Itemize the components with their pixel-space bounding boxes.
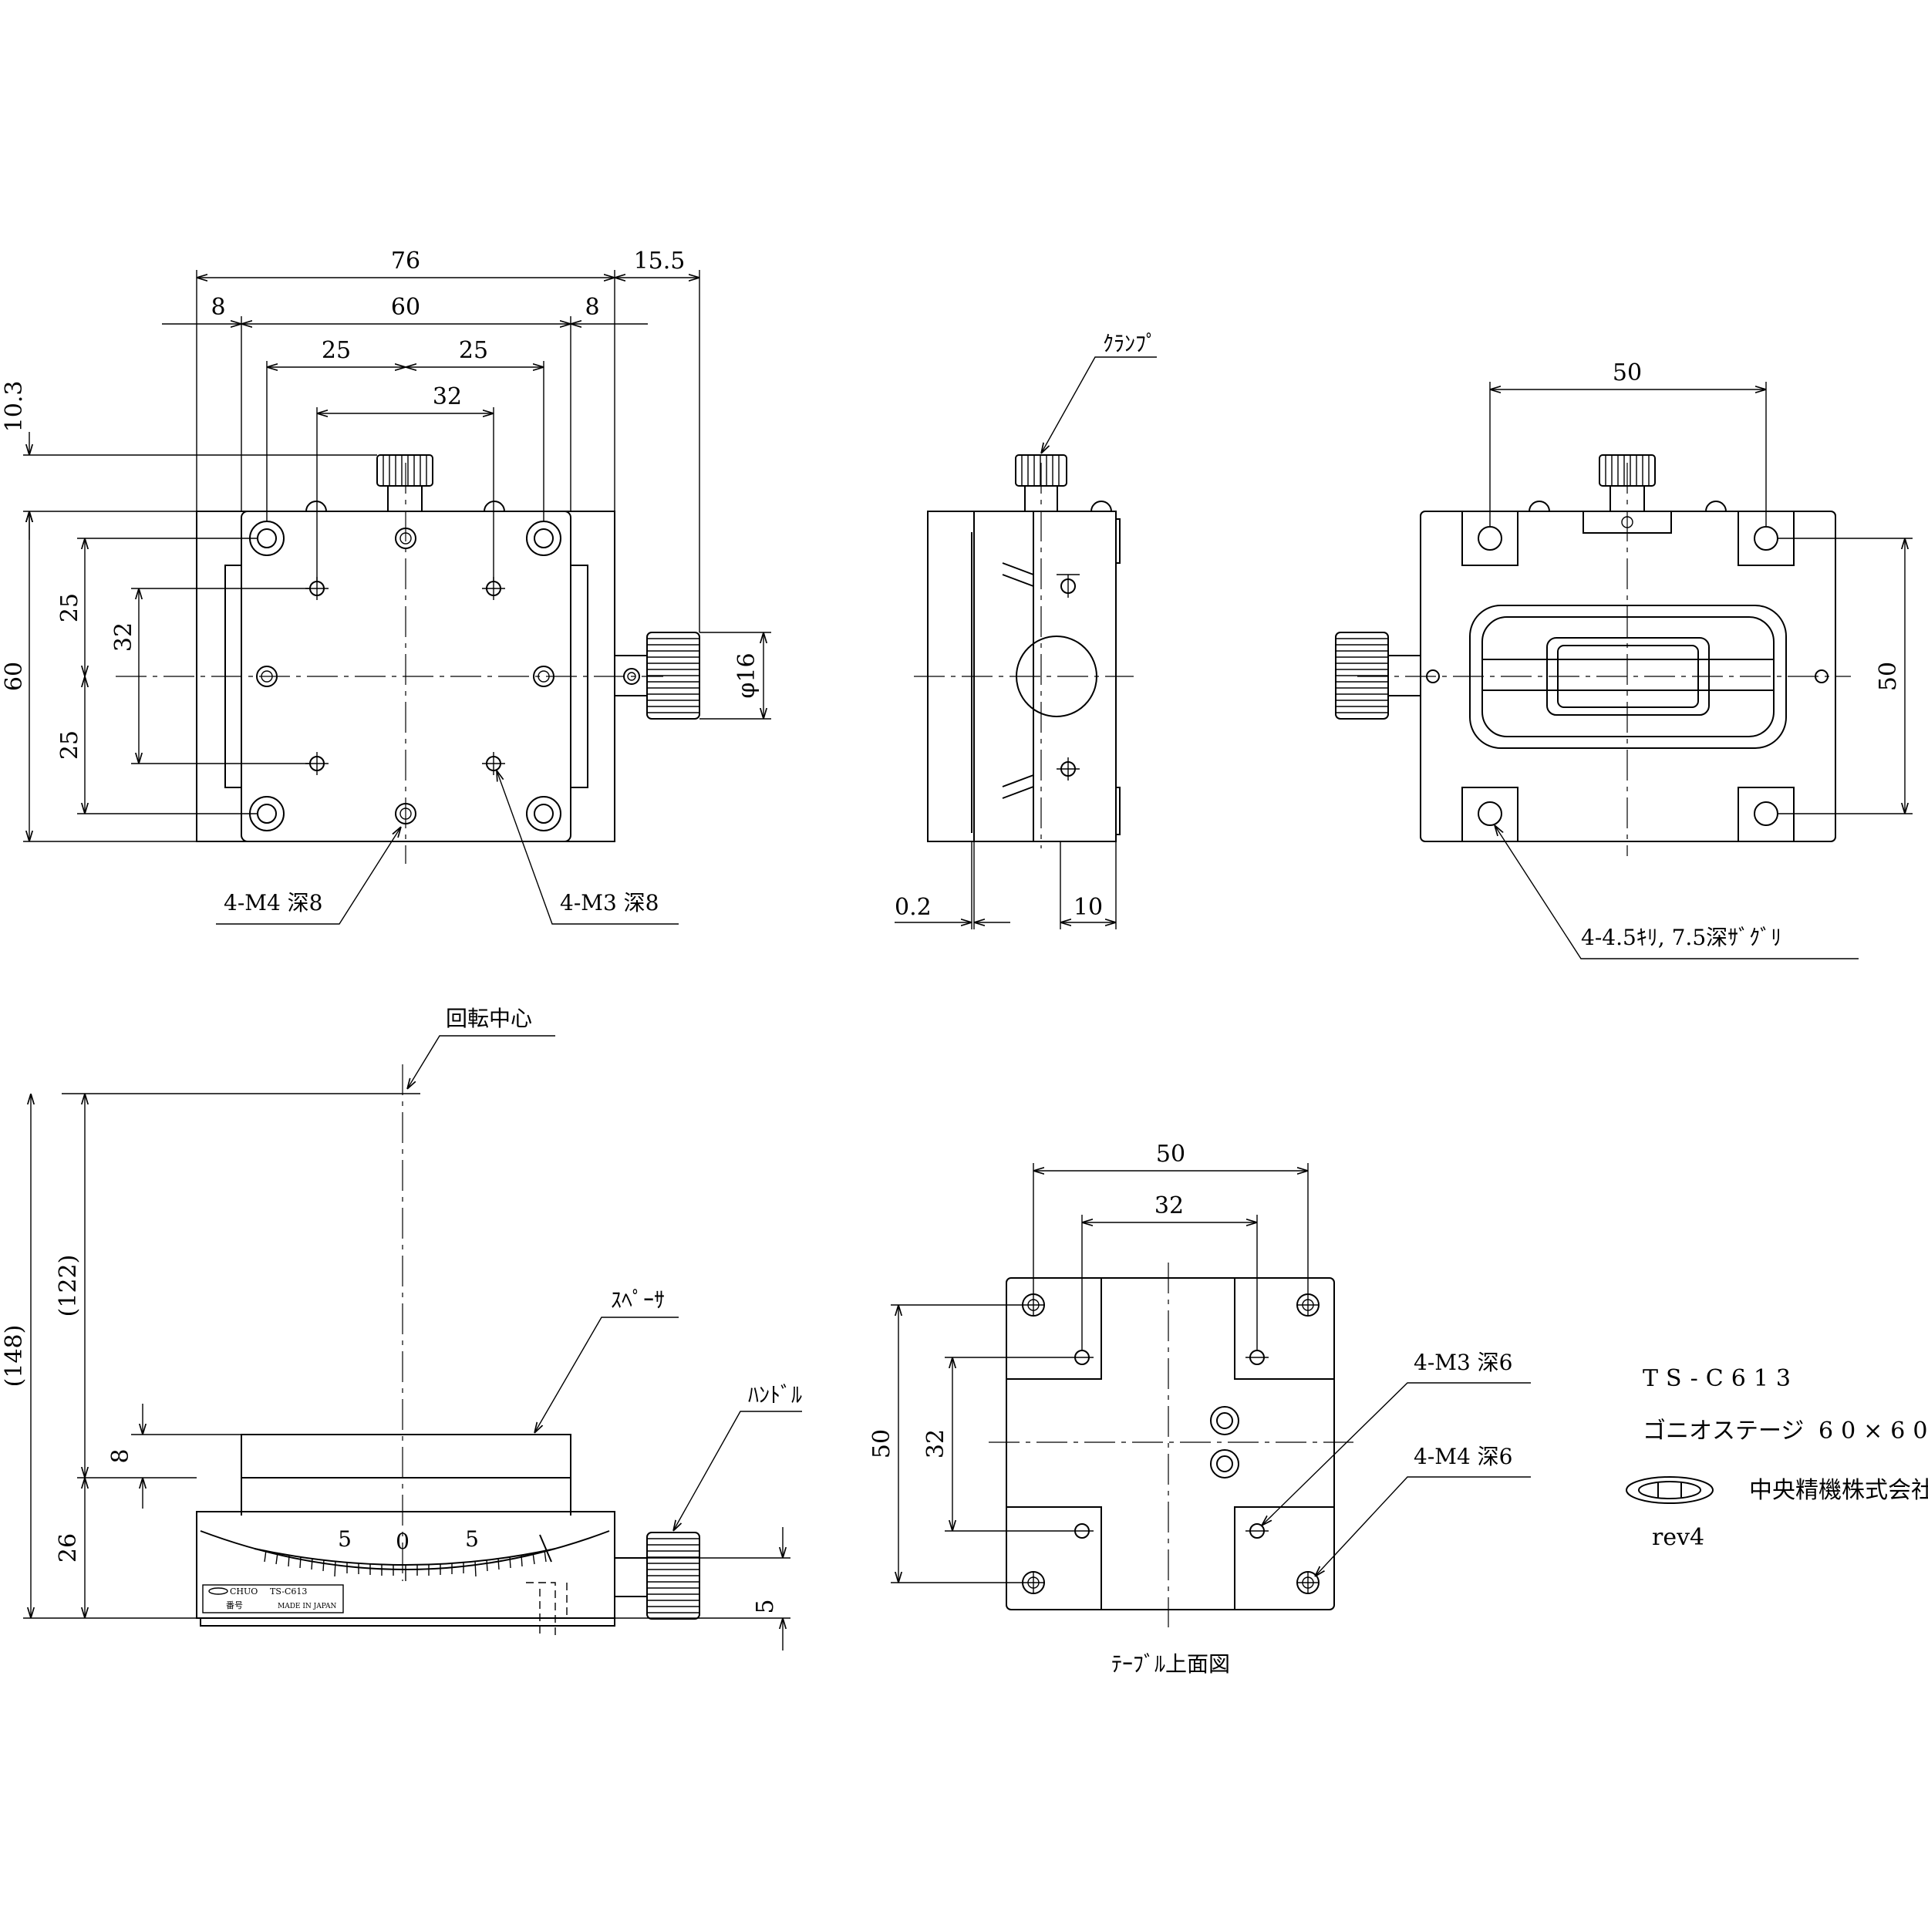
table-top-caption: ﾃｰﾌﾞﾙ上面図 [1111,1651,1230,1677]
title-company: 中央精機株式会社 [1749,1477,1928,1504]
spacer-label: ｽﾍﾟｰｻ [611,1287,665,1313]
table-top-center-holes [1210,1406,1239,1479]
dim-table-inner-x: 32 [1154,1192,1184,1219]
front-handle-stem [614,655,648,696]
clamp-label: ｸﾗﾝﾌﾟ [1103,331,1157,356]
rotation-center-label: 回転中心 [446,1006,532,1031]
dim-to-center: (122) [55,1255,82,1317]
front-rail-right [571,565,588,788]
scale-ticks [264,1534,552,1581]
dim-offset: 5 [752,1599,779,1613]
dim-margin-left: 8 [211,294,225,321]
dim-table-outer-x: 50 [1156,1141,1185,1168]
title-size: 60×60 [1818,1418,1928,1445]
nameplate-origin: MADE IN JAPAN [278,1603,336,1610]
table-top-outline [1006,1277,1335,1610]
dim-margin-right: 8 [585,294,599,321]
dim-overall-elevation: (148) [1,1325,28,1387]
spacer-plate [241,1434,571,1479]
front-clamp-stem [387,485,423,512]
dim-table-outer-y: 50 [868,1429,895,1458]
callout-m4-holes: 4-M4 深8 [224,890,322,915]
company-logo [1626,1476,1714,1504]
table-top-recesses [1006,1278,1334,1610]
scale-label-zero: 0 [396,1529,410,1554]
handle-label: ﾊﾝﾄﾞﾙ [748,1382,802,1408]
dim-bottom-pitch-y: 50 [1875,662,1902,691]
nameplate-model: TS-C613 [270,1586,307,1597]
dim-table-width: 60 [391,294,420,321]
dim-hole-pitch-x: 32 [433,383,462,410]
dim-hole-pitch-y: 32 [110,622,137,652]
front-clamp-knob [376,454,433,487]
scale-label-right: 5 [465,1526,479,1552]
dim-half-left: 25 [322,337,351,364]
dim-half-top: 25 [56,593,83,622]
callout-table-m4: 4-M4 深6 [1414,1444,1512,1469]
title-model: TS-C613 [1643,1365,1798,1392]
bottom-view: 50 50 4-4.5ｷﾘ, 7.5深ｻﾞｸﾞﾘ [1335,359,1913,959]
front-m4-holes [256,528,554,824]
side-view: ｸﾗﾝﾌﾟ 0.2 10 [895,331,1157,929]
title-revision: rev4 [1652,1524,1704,1551]
dim-knob-protrusion: 15.5 [634,248,686,275]
nameplate-number: 番号 [226,1600,243,1610]
dim-body: 26 [55,1533,82,1563]
dim-overall-height: 60 [1,662,28,691]
front-corner-holes [249,521,561,831]
dim-knob-dia: φ16 [733,652,760,698]
callout-table-m3: 4-M3 深6 [1414,1350,1512,1375]
nameplate-brand: CHUO [230,1586,258,1597]
callout-counterbore: 4-4.5ｷﾘ, 7.5深ｻﾞｸﾞﾘ [1581,925,1781,950]
dim-half-right: 25 [459,337,488,364]
title-product: ゴニオステージ [1643,1418,1804,1445]
dim-table-inner-y: 32 [922,1429,949,1458]
table-top-view: 50 32 50 32 4-M3 深6 4-M4 深6 ﾃｰﾌﾞﾙ上面図 [868,1141,1531,1677]
nameplate-logo [208,1587,228,1595]
callout-m3-holes: 4-M3 深8 [560,890,659,915]
dim-bottom-pitch-x: 50 [1613,359,1642,386]
dim-side-gap: 0.2 [895,894,932,921]
dim-top-height: 10.3 [1,381,28,433]
nameplate [202,1584,344,1613]
dim-overall-width: 76 [391,248,420,275]
dim-side-depth: 10 [1074,894,1103,921]
table-top-m4-holes [1022,1293,1320,1594]
elevation-view: 回転中心 ｽﾍﾟｰｻ 5 0 5 CHUO TS-C613 番号 MADE IN… [1,1006,802,1650]
title-block: TS-C613 ゴニオステージ 60×60 中央精機株式会社 rev4 [1626,1365,1928,1551]
scale-label-left: 5 [338,1526,352,1552]
front-view: 76 15.5 8 60 8 25 25 32 10.3 60 25 32 25… [1,248,771,925]
dim-half-bottom: 25 [56,730,83,760]
dim-spacer: 8 [107,1448,134,1463]
